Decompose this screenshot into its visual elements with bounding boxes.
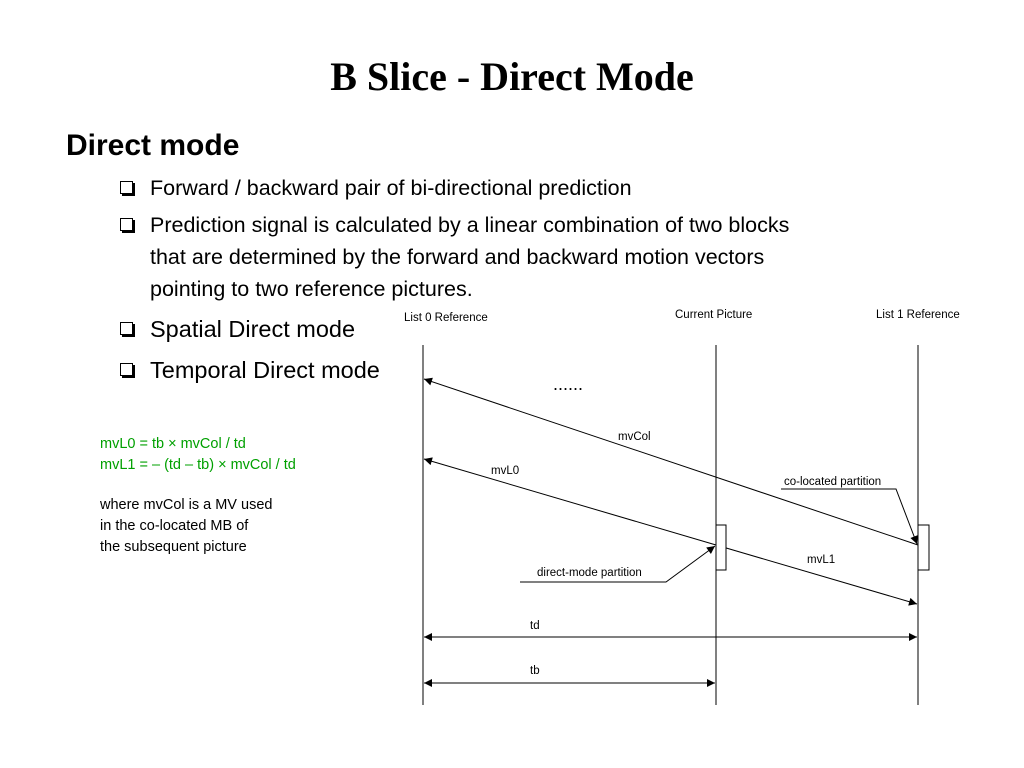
note-line-2: in the co-located MB of bbox=[100, 518, 249, 534]
list0-reference-label: List 0 Reference bbox=[404, 312, 488, 324]
bullet-text: Forward / backward pair of bi-directiona… bbox=[150, 176, 632, 200]
bullet-text-line-2: that are determined by the forward and b… bbox=[150, 245, 765, 269]
list1-reference-label: List 1 Reference bbox=[876, 309, 960, 321]
current-picture-label: Current Picture bbox=[675, 309, 752, 321]
mvl0-label: mvL0 bbox=[491, 465, 519, 477]
bullet-forward-backward: Forward / backward pair of bi-directiona… bbox=[120, 172, 632, 204]
checkbox-bullet-icon bbox=[120, 218, 133, 231]
bullet-text: Temporal Direct mode bbox=[150, 357, 380, 383]
checkbox-bullet-icon bbox=[120, 322, 133, 335]
bullet-spatial-direct: Spatial Direct mode bbox=[120, 311, 355, 347]
co-located-partition-label: co-located partition bbox=[784, 476, 881, 488]
checkbox-bullet-icon bbox=[120, 181, 133, 194]
note-line-1: where mvCol is a MV used bbox=[100, 497, 273, 513]
bullet-temporal-direct: Temporal Direct mode bbox=[120, 352, 380, 388]
tb-label: tb bbox=[530, 665, 540, 677]
mvl0-arrow bbox=[423, 457, 717, 546]
mvcol-arrow bbox=[423, 377, 919, 546]
section-heading: Direct mode bbox=[66, 129, 240, 162]
mvl1-arrow bbox=[715, 544, 918, 606]
formula-mvl1: mvL1 = – (td – tb) × mvCol / td bbox=[100, 457, 296, 473]
direct-mode-callout-arrow bbox=[520, 545, 716, 583]
direct-mode-partition-label: direct-mode partition bbox=[537, 567, 642, 579]
formula-mvl0: mvL0 = tb × mvCol / td bbox=[100, 436, 246, 452]
bullet-prediction-signal: Prediction signal is calculated by a lin… bbox=[120, 209, 789, 305]
bullet-text-line-1: Prediction signal is calculated by a lin… bbox=[150, 213, 790, 237]
direct-mode-partition-block bbox=[715, 524, 727, 571]
slide-title: B Slice - Direct Mode bbox=[330, 54, 694, 99]
bullet-text-line-3: pointing to two reference pictures. bbox=[150, 277, 473, 301]
ellipsis-label: ...... bbox=[553, 374, 583, 394]
bullet-text: Spatial Direct mode bbox=[150, 316, 356, 342]
co-located-partition-block bbox=[917, 524, 930, 571]
co-located-callout-arrow bbox=[781, 488, 918, 545]
note-line-3: the subsequent picture bbox=[100, 539, 247, 555]
mvcol-label: mvCol bbox=[618, 431, 651, 443]
mvl1-label: mvL1 bbox=[807, 554, 835, 566]
explanation-note: where mvCol is a MV used in the co-locat… bbox=[100, 495, 272, 558]
checkbox-bullet-icon bbox=[120, 363, 133, 376]
td-label: td bbox=[530, 620, 540, 632]
